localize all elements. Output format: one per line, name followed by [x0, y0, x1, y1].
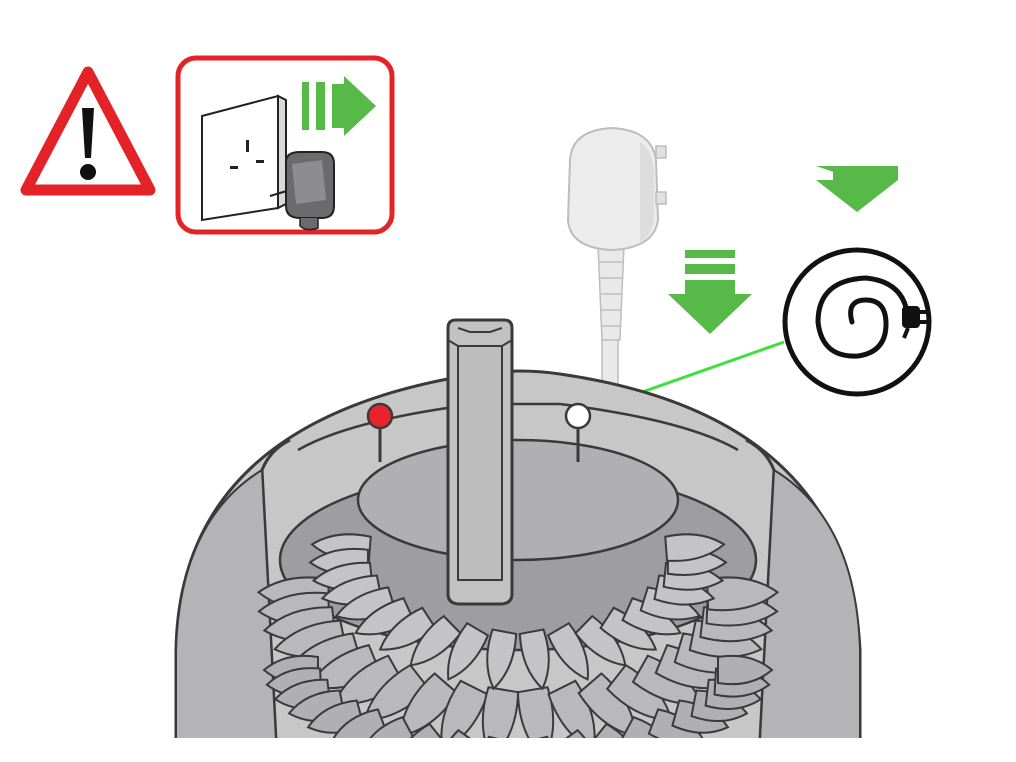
cord-rewind-icon [782, 166, 932, 397]
cyclone-fin [486, 628, 518, 691]
indicator-pin-red [366, 402, 394, 462]
warning-triangle-icon [20, 66, 156, 196]
cyclone-fin [378, 606, 437, 651]
plug-icon [902, 306, 930, 339]
cyclone-fin [409, 614, 462, 667]
cyclone-fin [664, 533, 726, 562]
wall-socket-icon [201, 94, 291, 222]
cyclone-fin [518, 628, 550, 691]
cyclone-fin [717, 654, 774, 686]
right-arrow-icon [302, 76, 376, 136]
down-arrow-icon [668, 250, 752, 334]
indicator-pin-white [564, 402, 592, 462]
charger-plug-icon [285, 151, 335, 231]
carry-handle [446, 318, 514, 606]
power-cord-icon [566, 126, 667, 397]
cyclone-fin [706, 576, 780, 612]
cyclone-fin [447, 621, 490, 681]
unplug-from-wall-icon [175, 55, 395, 235]
